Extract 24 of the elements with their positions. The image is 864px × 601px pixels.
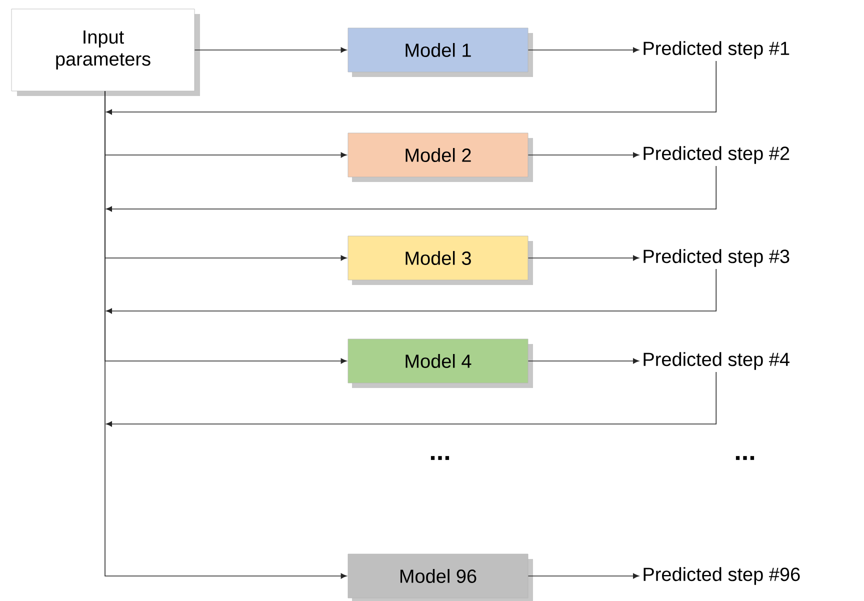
ellipsis: ...	[430, 456, 450, 460]
arrow	[528, 573, 639, 579]
feedback-arrow	[106, 268, 717, 314]
model-box: Model 3	[348, 236, 533, 285]
feedback-arrow	[106, 60, 717, 115]
output-text: Predicted step #4	[644, 352, 790, 370]
output-text: Predicted step #1	[644, 41, 790, 59]
model-box: Model 2	[348, 132, 533, 182]
arrow	[528, 255, 639, 261]
model-box: Model 1	[348, 28, 533, 77]
arrow	[528, 47, 639, 53]
output-text: Predicted step #96	[644, 567, 800, 585]
arrow	[194, 47, 347, 53]
model-box: Model 96	[348, 554, 533, 601]
arrow	[528, 152, 639, 158]
branch-arrow	[104, 90, 347, 579]
feedback-arrow	[106, 372, 717, 427]
feedback-arrow	[106, 166, 717, 212]
ellipsis: ...	[736, 456, 754, 460]
input-box: Input parameters	[11, 8, 200, 96]
model-box: Model 4	[348, 338, 533, 388]
output-text: Predicted step #2	[644, 146, 790, 164]
arrow	[528, 358, 639, 364]
output-text: Predicted step #3	[644, 249, 790, 267]
